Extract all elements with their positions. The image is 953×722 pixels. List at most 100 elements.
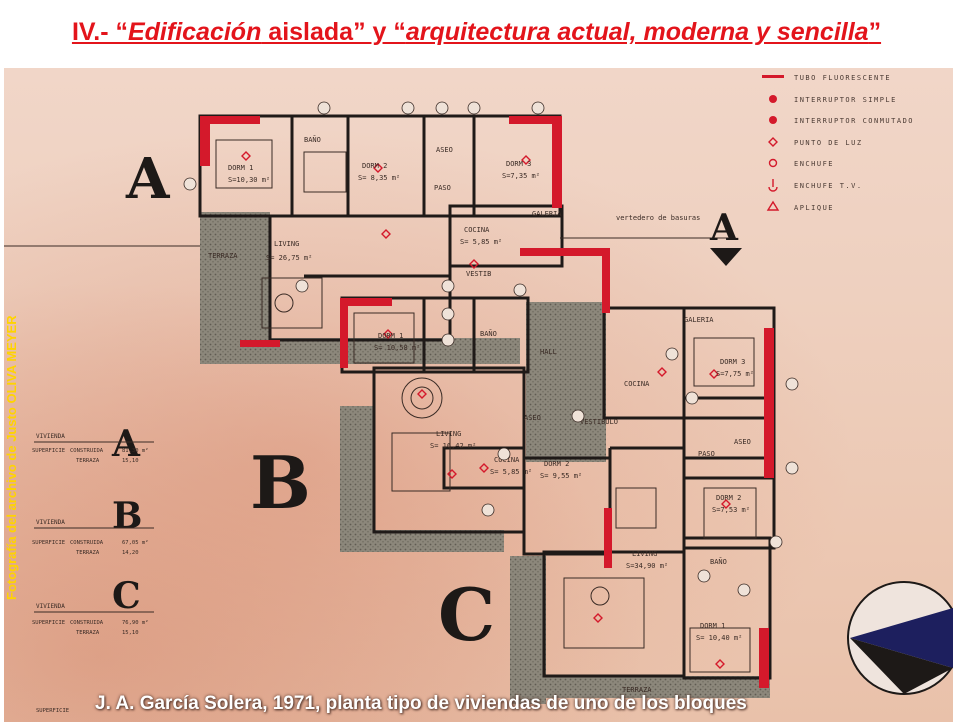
room-label: DORM 1	[700, 622, 725, 630]
room-label: ASEO	[734, 438, 751, 446]
compass-icon	[847, 581, 953, 695]
room-label: LIVING	[274, 240, 299, 248]
area-const-value: 81,30 m²	[122, 447, 149, 454]
legend-label: APLIQUE	[794, 204, 834, 212]
area-terr-value: 15,10	[122, 630, 139, 636]
socket-icon	[768, 158, 778, 168]
legend-label: TUBO FLUORESCENTE	[794, 74, 891, 82]
room-label: COCINA	[494, 456, 520, 464]
area-terr-label: TERRAZA	[76, 458, 100, 464]
room-area: S=7,75 m²	[716, 370, 754, 378]
terrace-c-strip	[510, 676, 770, 698]
photo-credit: Fotografía del archivo de Justo OLIVA ME…	[4, 315, 19, 600]
room-label: DORM 1	[378, 332, 403, 340]
room-area: S= 10,58 m²	[374, 344, 420, 352]
areas-table: VIVIENDA A SUPERFICIE CONSTRUIDA 81,30 m…	[32, 423, 154, 714]
fluorescent-tube-icon	[762, 75, 784, 78]
area-letter: C	[112, 575, 141, 617]
section-arrow-icon	[710, 248, 742, 266]
area-sup-label: SUPERFICIE	[32, 540, 65, 546]
room-label: COCINA	[624, 380, 650, 388]
room-label: DORM 2	[716, 494, 741, 502]
area-const-label: CONSTRUIDA	[70, 620, 104, 626]
room-area: S= 26,75 m²	[266, 254, 312, 262]
room-area: S=7,35 m²	[502, 172, 540, 180]
legend-label: INTERRUPTOR SIMPLE	[794, 96, 897, 104]
room-area: S= 5,85 m²	[460, 238, 502, 246]
area-sup-label: SUPERFICIE	[32, 448, 65, 454]
slide-title: IV.- “Edificación aislada” y “arquitectu…	[0, 18, 953, 47]
room-label: ASEO	[436, 146, 453, 154]
light-point-icon	[768, 137, 778, 147]
room-label: LIVING	[632, 550, 657, 558]
legend-label: INTERRUPTOR CONMUTADO	[794, 117, 914, 125]
area-sup-label: SUPERFICIE	[32, 620, 65, 626]
bottom-stub-label: SUPERFICIE	[36, 708, 69, 714]
room-area: S= 5,85 m²	[490, 468, 532, 476]
room-label: DORM 2	[544, 460, 569, 468]
room-label: BAÑO	[480, 329, 497, 338]
area-terr-label: TERRAZA	[76, 630, 100, 636]
room-label: TERRAZA	[622, 686, 652, 694]
area-letter: B	[112, 495, 142, 537]
room-label: COCINA	[464, 226, 490, 234]
area-letter: A	[111, 423, 141, 465]
tv-socket-icon	[768, 179, 778, 192]
walls-block-a	[198, 114, 564, 342]
reference-markers	[183, 101, 799, 597]
room-label: VESTIBULO	[580, 418, 618, 426]
floor-plan-drawing: A A B C DORM 1 S=10,30 m² BAÑO DORM 2 S=…	[4, 74, 953, 714]
wall-lamp-icon	[766, 200, 780, 211]
area-vivienda-label: VIVIENDA	[36, 519, 65, 526]
room-label: vertedero de basuras	[616, 214, 700, 222]
room-label: BAÑO	[710, 557, 727, 566]
area-terr-label: TERRAZA	[76, 550, 100, 556]
area-const-value: 76,90 m²	[122, 619, 149, 626]
room-label: DORM 1	[228, 164, 253, 172]
furniture	[215, 139, 757, 673]
room-label: HALL	[540, 348, 557, 356]
area-terr-value: 14,20	[122, 550, 139, 556]
legend-label: PUNTO DE LUZ	[794, 139, 863, 147]
terrace-b-strip	[340, 530, 504, 552]
area-const-label: CONSTRUIDA	[70, 448, 104, 454]
room-label: LIVING	[436, 430, 461, 438]
room-label: DORM 2	[362, 162, 387, 170]
area-terr-value: 15,10	[122, 458, 139, 464]
title-emphasis-1: Edificación	[127, 18, 262, 46]
room-label: ASEO	[524, 414, 541, 422]
room-label: TERRAZA	[208, 252, 238, 260]
title-bar: IV.- “Edificación aislada” y “arquitectu…	[0, 0, 953, 68]
terrace-b-hatch	[340, 406, 374, 552]
room-label: PASO	[698, 450, 715, 458]
slide-caption: J. A. García Solera, 1971, planta tipo d…	[95, 693, 747, 714]
room-area: S=10,30 m²	[228, 176, 270, 184]
legend-label: ENCHUFE T.V.	[794, 182, 863, 190]
area-vivienda-label: VIVIENDA	[36, 603, 65, 610]
simple-switch-icon	[769, 95, 777, 103]
room-label: VESTIB	[466, 270, 491, 278]
room-label: DORM 3	[506, 160, 531, 168]
photo-shading	[4, 68, 953, 722]
room-area: S= 16,42 m²	[430, 442, 476, 450]
floor-plan-photo: A A B C DORM 1 S=10,30 m² BAÑO DORM 2 S=…	[4, 68, 953, 722]
room-area: S= 10,40 m²	[696, 634, 742, 642]
commuted-switch-icon	[769, 116, 777, 124]
section-mark-left: A	[125, 146, 171, 212]
room-label: GALERIA	[684, 316, 714, 324]
title-suffix: ”	[868, 18, 882, 46]
electrical-legend: TUBO FLUORESCENTE INTERRUPTOR SIMPLE INT…	[762, 74, 914, 212]
section-mark-right: A	[709, 207, 739, 249]
red-wall-accents	[200, 116, 774, 688]
title-emphasis-2: arquitectura actual, moderna y sencilla	[405, 18, 869, 46]
legend-label: ENCHUFE	[794, 160, 834, 168]
stair-core-hatch	[526, 302, 606, 462]
room-area: S=34,90 m²	[626, 562, 668, 570]
area-vivienda-label: VIVIENDA	[36, 433, 65, 440]
room-labels: DORM 1 S=10,30 m² BAÑO DORM 2 S= 8,35 m²…	[208, 135, 754, 694]
electrical-points	[241, 151, 731, 669]
room-label: GALERIA	[532, 210, 562, 218]
title-middle: aislada” y “	[261, 18, 406, 46]
area-const-value: 67,05 m²	[122, 539, 149, 546]
